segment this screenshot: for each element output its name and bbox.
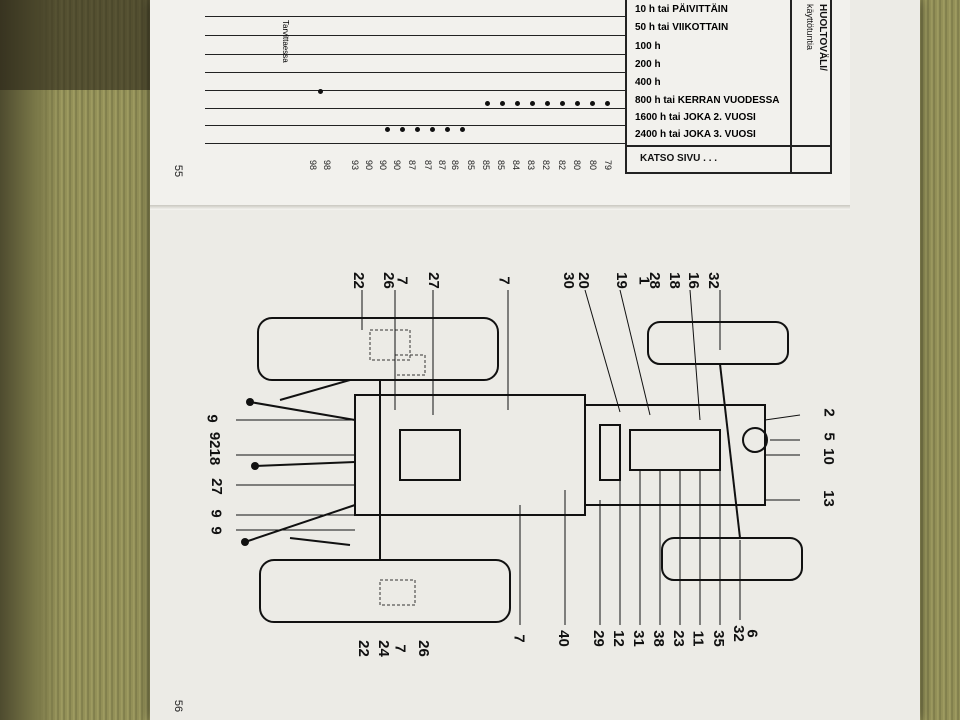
- page-fold: [150, 205, 850, 209]
- callout: 9: [207, 526, 225, 535]
- callout: 18: [665, 272, 683, 289]
- callout: 27: [424, 272, 442, 289]
- callout: 19: [612, 272, 630, 289]
- callout: 26: [414, 640, 432, 657]
- callout: 35: [709, 630, 727, 647]
- row-label: 800 h tai KERRAN VUODESSA: [635, 95, 780, 106]
- mat-shadow: [0, 0, 60, 720]
- rear-wheel-top: [257, 317, 499, 381]
- callout: 29: [589, 630, 607, 647]
- callout: 16: [684, 272, 702, 289]
- callout: 2: [820, 408, 838, 417]
- callout: 12: [609, 630, 627, 647]
- callout: 31: [629, 630, 647, 647]
- callout: 9: [207, 509, 225, 518]
- callout: 7: [391, 644, 409, 653]
- callout: 22: [349, 272, 367, 289]
- callout: 24: [374, 640, 392, 657]
- callout: 9: [203, 414, 221, 423]
- row-label: 100 h: [635, 41, 661, 52]
- callout: 20: [574, 272, 592, 289]
- transmission-body: [354, 394, 586, 516]
- callout: 9218: [206, 431, 224, 466]
- rear-wheel-bottom: [259, 559, 511, 623]
- engine-body: [584, 404, 766, 506]
- row-label: 400 h: [635, 77, 661, 88]
- row-label: 50 h tai VIIKOTTAIN: [635, 22, 729, 33]
- front-wheel-bottom: [661, 537, 803, 581]
- callout: 6: [743, 629, 761, 638]
- callout: 32: [704, 272, 722, 289]
- row-label: 200 h: [635, 59, 661, 70]
- callout: 38: [649, 630, 667, 647]
- callout: 7: [393, 276, 411, 285]
- row-label: 1600 h tai JOKA 2. VUOSI: [635, 112, 756, 123]
- front-wheel-top: [647, 321, 789, 365]
- callout: 13: [819, 490, 837, 507]
- callout: 10: [819, 448, 837, 465]
- callout: 7: [495, 276, 513, 285]
- callout: 40: [554, 630, 572, 647]
- callout: 7: [510, 634, 528, 643]
- callout: 23: [669, 630, 687, 647]
- callout: 5: [820, 432, 838, 441]
- callout: 1: [635, 276, 653, 285]
- callout: 11: [689, 630, 707, 647]
- row-label: 10 h tai PÄIVITTÄIN: [635, 4, 728, 15]
- row-label: 2400 h tai JOKA 3. VUOSI: [635, 129, 756, 140]
- callout: 22: [354, 640, 372, 657]
- dark-background: [0, 0, 170, 90]
- callout: 30: [559, 272, 577, 289]
- callout: 27: [207, 478, 225, 495]
